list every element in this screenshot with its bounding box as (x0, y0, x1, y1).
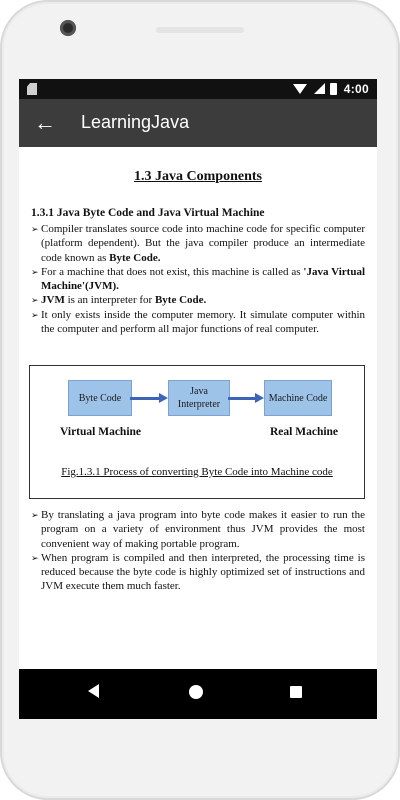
bullet-bold: 'Java Virtual Machine'(JVM). (41, 265, 365, 293)
square-recents-icon[interactable] (290, 686, 302, 698)
figure-diagram: Byte Code Java Interpreter Machine Code … (29, 365, 365, 499)
content-area[interactable]: 1.3 Java Components 1.3.1 Java Byte Code… (19, 147, 377, 669)
circle-home-icon[interactable] (189, 685, 203, 699)
machine-code-box: Machine Code (264, 380, 332, 416)
subsection-heading: 1.3.1 Java Byte Code and Java Virtual Ma… (31, 207, 265, 219)
list-item: It only exists inside the computer memor… (31, 308, 365, 337)
bullet-bold: Byte Code. (154, 294, 207, 307)
bullet-list-top: Compiler translates source code into mac… (31, 222, 365, 336)
bullet-bold: Byte Code. (109, 251, 161, 264)
signal-icon (314, 83, 325, 94)
byte-code-box: Byte Code (68, 380, 132, 416)
list-item: Compiler translates source code into mac… (31, 222, 365, 265)
arrow-right-icon (228, 393, 264, 403)
list-item: JVM is an interpreter for Byte Code. (31, 293, 365, 308)
sd-card-icon (27, 83, 37, 95)
battery-icon (330, 83, 337, 95)
bullet-text: is an interpreter for (64, 294, 155, 307)
java-interpreter-box: Java Interpreter (168, 380, 230, 416)
arrow-left-icon[interactable]: ← (34, 110, 56, 135)
status-time: 4:00 (343, 82, 369, 96)
earpiece-speaker (156, 27, 244, 33)
virtual-machine-label: Virtual Machine (60, 426, 142, 438)
bullet-text: Compiler translates source code into mac… (41, 223, 365, 264)
bullet-text: For a machine that does not exist, this … (41, 265, 304, 278)
list-item: By translating a java program into byte … (31, 508, 365, 551)
app-bar: ← LearningJava (19, 99, 377, 147)
app-title: LearningJava (81, 112, 190, 132)
list-item: When program is compiled and then interp… (31, 551, 365, 594)
arrow-right-icon (130, 393, 168, 403)
navigation-bar (19, 669, 377, 719)
screen: 4:00 ← LearningJava 1.3 Java Components … (19, 79, 377, 719)
front-camera (60, 20, 76, 36)
real-machine-label: Real Machine (270, 426, 339, 438)
list-item: For a machine that does not exist, this … (31, 265, 365, 294)
bullet-list-bottom: By translating a java program into byte … (31, 508, 365, 594)
figure-caption: Fig.1.3.1 Process of converting Byte Cod… (61, 466, 333, 478)
wifi-icon (293, 84, 307, 94)
triangle-back-icon[interactable] (88, 684, 99, 698)
bullet-lead-bold: JVM (41, 294, 65, 307)
section-heading: 1.3 Java Components (134, 169, 262, 184)
bullet-text: It only exists inside the computer memor… (41, 308, 365, 336)
status-bar: 4:00 (19, 79, 377, 99)
